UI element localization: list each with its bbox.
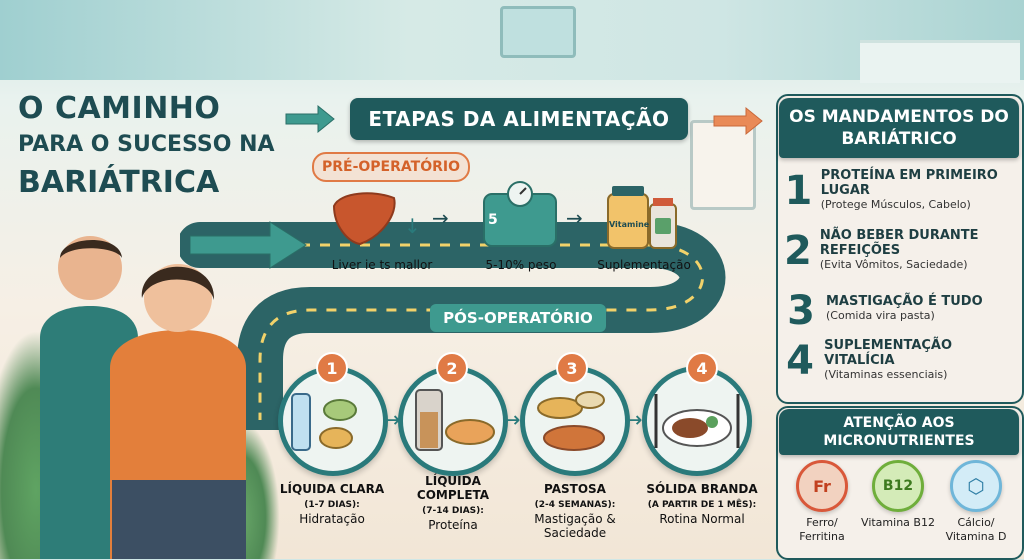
calcium-icon: ⬡ xyxy=(950,460,1002,512)
mandamento-number: 3 xyxy=(787,288,815,334)
stage-3-name: PASTOSA xyxy=(544,482,606,496)
mandamento-number: 4 xyxy=(786,338,814,384)
mandamento-3: 3 MASTIGAÇÃO É TUDO (Comida vira pasta) xyxy=(784,288,1016,334)
supplement-label: Vitamine xyxy=(609,220,650,229)
arrow-small-icon: → xyxy=(382,408,401,433)
supplement-bottles-icon xyxy=(607,186,677,249)
stage-4-badge: 4 xyxy=(686,352,718,384)
arrow-small-icon: → xyxy=(502,408,521,433)
arrow-right-icon xyxy=(285,104,335,134)
down-arrow-icon: ↓ xyxy=(404,214,421,238)
micro-label: Cálcio/ Vitamina D xyxy=(945,516,1007,543)
etapas-header: ETAPAS DA ALIMENTAÇÃO xyxy=(350,98,688,140)
background-monitor xyxy=(500,6,576,58)
stage-2-label: LÍQUIDA COMPLETA (7-14 DIAS): Proteína xyxy=(398,474,508,532)
stage-1-badge: 1 xyxy=(316,352,348,384)
stage-3-desc: Mastigação & Saciedade xyxy=(534,512,616,540)
mandamento-sub: (Vitaminas essenciais) xyxy=(824,368,948,381)
arrow-small-icon: → xyxy=(432,206,449,230)
liver-icon xyxy=(332,192,396,246)
micro-calcium: ⬡ Cálcio/ Vitamina D xyxy=(934,460,1018,544)
stage-2-desc: Proteína xyxy=(428,518,478,532)
mandamento-sub: (Protege Músculos, Cabelo) xyxy=(820,198,971,211)
title-line-2: PARA O SUCESSO NA xyxy=(18,132,275,157)
iron-icon: Fr xyxy=(796,460,848,512)
stage-2-period: (7-14 DIAS): xyxy=(422,506,484,516)
stage-2-badge: 2 xyxy=(436,352,468,384)
mandamento-title: NÃO BEBER DURANTE REFEIÇÕES xyxy=(819,228,979,258)
mandamento-title: PROTEÍNA EM PRIMEIRO LUGAR xyxy=(820,168,998,198)
stage-4-label: SÓLIDA BRANDA (A PARTIR DE 1 MÊS): Rotin… xyxy=(636,482,768,526)
stage-1-desc: Hidratação xyxy=(299,512,365,526)
arrow-right-icon xyxy=(713,106,763,136)
micro-label: Ferro/ Ferritina xyxy=(799,516,845,543)
atencao-header: ATENÇÃO AOS MICRONUTRIENTES xyxy=(779,409,1019,455)
couple-illustration xyxy=(40,236,246,559)
pre-item-1: Liver ie ts mallor xyxy=(331,258,433,272)
stage-4-period: (A PARTIR DE 1 MÊS): xyxy=(647,500,757,510)
pre-item-3: Suplementação xyxy=(597,258,691,272)
arrow-right-icon xyxy=(190,221,307,269)
arrow-small-icon: → xyxy=(566,206,583,230)
stage-3-period: (2-4 SEMANAS): xyxy=(534,500,616,510)
mandamentos-header: OS MANDAMENTOS DO BARIÁTRICO xyxy=(779,98,1019,158)
arrow-small-icon: → xyxy=(624,408,643,433)
road-path xyxy=(180,222,726,430)
water-tea-icon xyxy=(291,393,357,451)
micro-iron: Fr Ferro/ Ferritina xyxy=(782,460,862,544)
vitamin-b12-icon: B12 xyxy=(872,460,924,512)
micro-b12: B12 Vitamina B12 xyxy=(858,460,938,530)
stage-3-label: PASTOSA (2-4 SEMANAS): Mastigação & Saci… xyxy=(516,482,634,540)
stage-4-name: SÓLIDA BRANDA xyxy=(646,482,758,496)
mandamento-2: 2 NÃO BEBER DURANTE REFEIÇÕES (Evita Vôm… xyxy=(784,228,1016,274)
mandamento-number: 2 xyxy=(784,228,812,274)
title-line-1: O CAMINHO xyxy=(18,91,221,126)
micro-label: Vitamina B12 xyxy=(861,516,935,529)
mandamento-sub: (Evita Vômitos, Saciedade) xyxy=(819,258,968,271)
mandamento-title: SUPLEMENTAÇÃO VITALÍCIA xyxy=(824,338,953,368)
mandamento-sub: (Comida vira pasta) xyxy=(826,309,935,322)
pre-item-2: 5-10% peso xyxy=(485,258,557,272)
background-shelf xyxy=(860,40,1020,83)
mandamento-4: 4 SUPLEMENTAÇÃO VITALÍCIA (Vitaminas ess… xyxy=(784,338,1016,384)
title-line-3: BARIÁTRICA xyxy=(18,165,220,200)
stage-1-label: LÍQUIDA CLARA (1-7 DIAS): Hidratação xyxy=(270,482,394,526)
pre-operatorio-label: PRÉ-OPERATÓRIO xyxy=(312,152,470,182)
background-clipboard xyxy=(690,120,756,210)
stage-1-period: (1-7 DIAS): xyxy=(304,500,360,510)
scale-value: 5 xyxy=(488,212,498,228)
stage-3-badge: 3 xyxy=(556,352,588,384)
pasta-puree-icon xyxy=(537,391,605,451)
pos-operatorio-label: PÓS-OPERATÓRIO xyxy=(430,304,606,332)
mandamento-number: 1 xyxy=(784,168,813,214)
stage-2-name: LÍQUIDA COMPLETA xyxy=(416,474,490,502)
mandamento-title: MASTIGAÇÃO É TUDO xyxy=(826,294,983,309)
mandamento-1: 1 PROTEÍNA EM PRIMEIRO LUGAR (Protege Mú… xyxy=(784,168,1016,214)
scale-icon xyxy=(483,181,557,247)
stage-4-desc: Rotina Normal xyxy=(659,512,745,526)
plate-steak-icon xyxy=(654,394,740,448)
shake-soup-icon xyxy=(415,389,495,451)
stage-1-name: LÍQUIDA CLARA xyxy=(279,482,385,496)
stage-3-circle xyxy=(520,366,630,476)
